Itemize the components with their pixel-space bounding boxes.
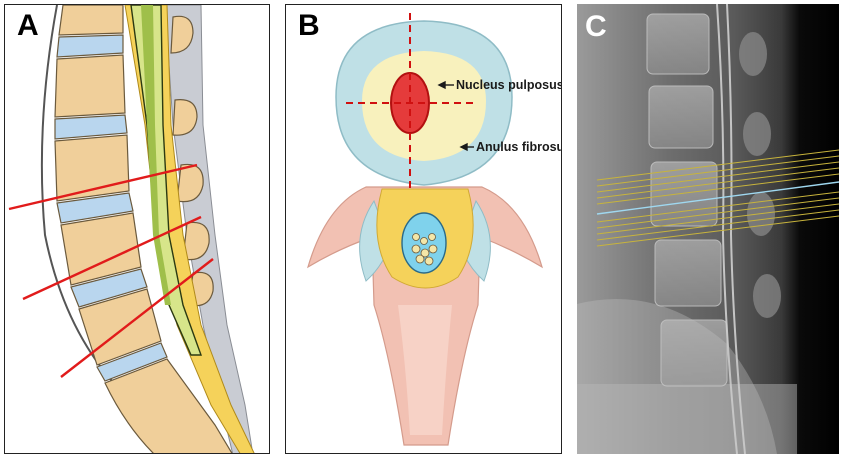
panel-label-b: B: [298, 11, 320, 41]
panel-a-sagittal-spine: A: [4, 4, 270, 454]
sagittal-spine-illustration: [5, 5, 270, 454]
label-nucleus-pulposus: Nucleus pulposus: [456, 78, 562, 92]
panel-b-axial-disc: Nucleus pulposus Anulus fibrosus B: [285, 4, 562, 454]
label-anulus-fibrosus: Anulus fibrosus: [476, 140, 562, 154]
axial-disc-illustration: [286, 5, 562, 454]
panel-c-xray-scout: C: [577, 4, 839, 454]
panel-label-a: A: [17, 11, 39, 41]
panel-label-c: C: [585, 12, 607, 42]
lateral-xray-image: [577, 4, 839, 454]
